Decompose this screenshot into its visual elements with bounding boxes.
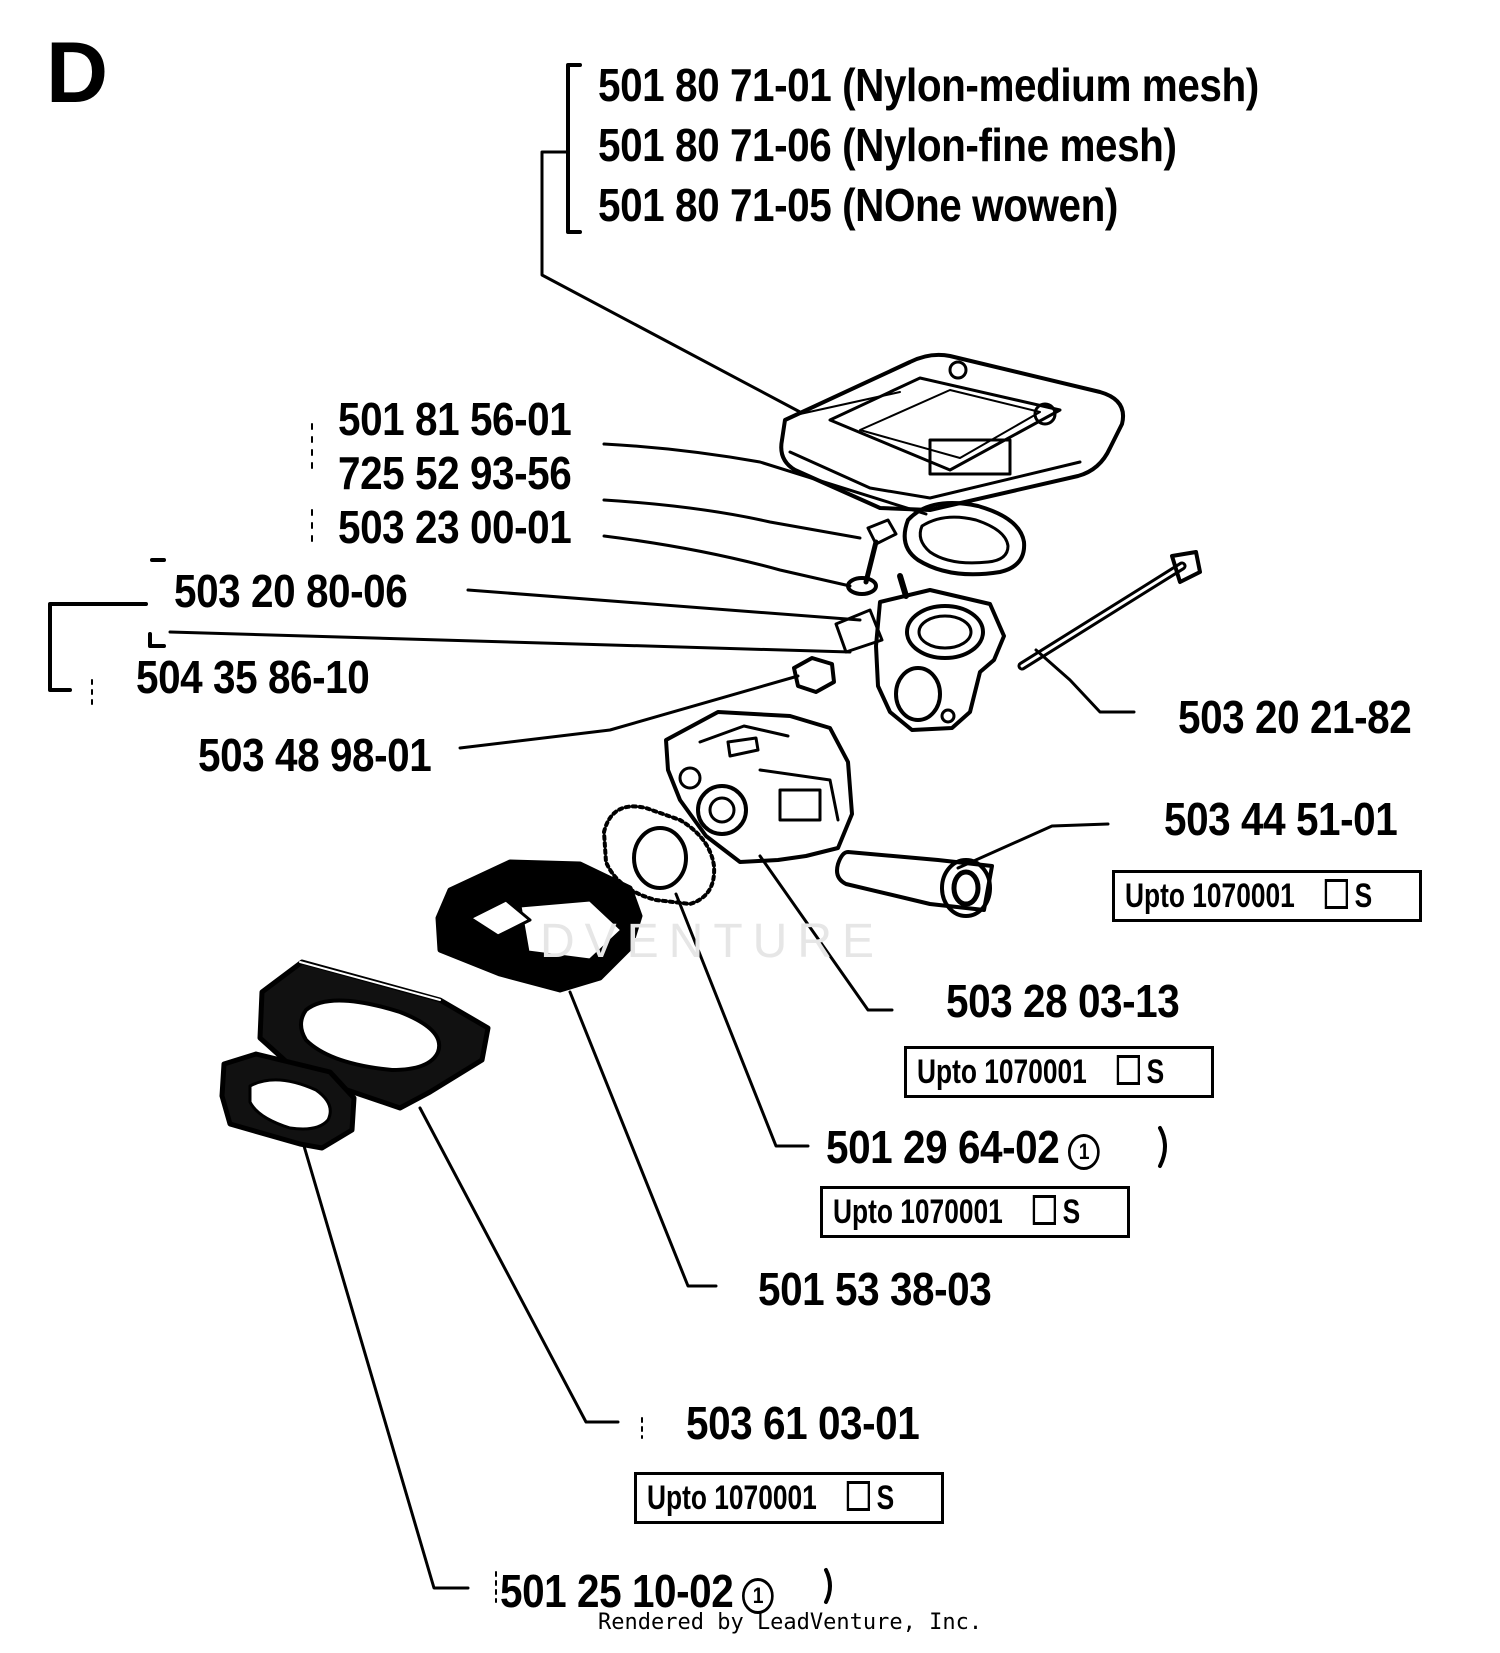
watermark: DVENTURE bbox=[540, 915, 885, 968]
carburetor bbox=[664, 710, 854, 864]
note-suffix: S bbox=[1062, 1193, 1081, 1231]
circled-marker-icon: 1 bbox=[1068, 1134, 1100, 1170]
note-suffix: S bbox=[1146, 1053, 1165, 1091]
leader-filter bbox=[540, 150, 802, 414]
nut bbox=[792, 656, 836, 694]
serial-note-5034451: Upto 1070001 S bbox=[1112, 870, 1422, 922]
square-icon bbox=[1324, 879, 1349, 909]
circled-marker-icon: 1 bbox=[742, 1578, 774, 1614]
leader-5012964 bbox=[674, 892, 810, 1148]
leader-5032080 bbox=[466, 588, 862, 622]
part-label-5018156: 501 81 56-01 bbox=[338, 393, 572, 445]
part-label-5032803: 503 28 03-13 bbox=[946, 975, 1180, 1027]
part-label-filter-medium: 501 80 71-01 (Nylon-medium mesh) bbox=[598, 59, 1259, 111]
leader-5043586 bbox=[168, 630, 852, 654]
part-number: 501 25 10-02 bbox=[500, 1565, 734, 1617]
leader-5034451 bbox=[956, 822, 1110, 870]
leader-5032021 bbox=[1034, 648, 1136, 714]
square-icon bbox=[846, 1481, 871, 1511]
intake-adapter bbox=[834, 573, 1006, 732]
note-text: Upto 1070001 bbox=[917, 1053, 1087, 1091]
square-icon bbox=[1116, 1055, 1141, 1085]
part-number: 501 29 64-02 bbox=[826, 1121, 1060, 1173]
part-label-5032300: 503 23 00-01 bbox=[338, 501, 572, 553]
leader-5032803 bbox=[758, 854, 894, 1012]
filter-bracket bbox=[566, 63, 582, 234]
long-bolt bbox=[1017, 550, 1202, 671]
note-text: Upto 1070001 bbox=[647, 1479, 817, 1517]
section-letter: D bbox=[46, 25, 109, 121]
part-label-filter-fine: 501 80 71-06 (Nylon-fine mesh) bbox=[598, 119, 1177, 171]
leader-7255293 bbox=[602, 498, 862, 540]
serial-note-5036103: Upto 1070001 S bbox=[634, 1472, 944, 1524]
fuel-filter bbox=[835, 850, 994, 918]
part-label-5036103: 503 61 03-01 bbox=[686, 1397, 920, 1449]
leader-5032300 bbox=[602, 534, 852, 588]
leader-5015338 bbox=[568, 990, 718, 1288]
note-suffix: S bbox=[1354, 877, 1373, 915]
leader-5018156 bbox=[602, 442, 928, 516]
leader-5012510 bbox=[302, 1144, 470, 1590]
leader-5034898 bbox=[458, 674, 800, 750]
footer-credit: Rendered by LeadVenture, Inc. bbox=[598, 1610, 983, 1635]
part-label-5034898: 503 48 98-01 bbox=[198, 729, 432, 781]
note-text: Upto 1070001 bbox=[1125, 877, 1295, 915]
part-label-5034451: 503 44 51-01 bbox=[1164, 793, 1398, 845]
part-label-5032080: 503 20 80-06 bbox=[174, 565, 408, 617]
flange-gasket bbox=[219, 1051, 357, 1151]
part-label-5015338: 501 53 38-03 bbox=[758, 1263, 992, 1315]
bracket-5032080 bbox=[48, 602, 148, 692]
part-label-5043586: 504 35 86-10 bbox=[136, 651, 370, 703]
serial-note-5032803: Upto 1070001 S bbox=[904, 1046, 1214, 1098]
part-label-filter-nonwoven: 501 80 71-05 (NOne wowen) bbox=[598, 179, 1118, 231]
serial-note-5012964: Upto 1070001 S bbox=[820, 1186, 1130, 1238]
part-label-5032021: 503 20 21-82 bbox=[1178, 691, 1412, 743]
note-suffix: S bbox=[876, 1479, 895, 1517]
square-icon bbox=[1032, 1195, 1057, 1225]
part-label-7255293: 725 52 93-56 bbox=[338, 447, 572, 499]
leader-5036103 bbox=[418, 1106, 620, 1424]
insulator-block bbox=[435, 859, 643, 993]
screw bbox=[846, 518, 898, 596]
air-filter-cover bbox=[779, 352, 1125, 512]
filter-gasket bbox=[902, 501, 1027, 577]
note-text: Upto 1070001 bbox=[833, 1193, 1003, 1231]
